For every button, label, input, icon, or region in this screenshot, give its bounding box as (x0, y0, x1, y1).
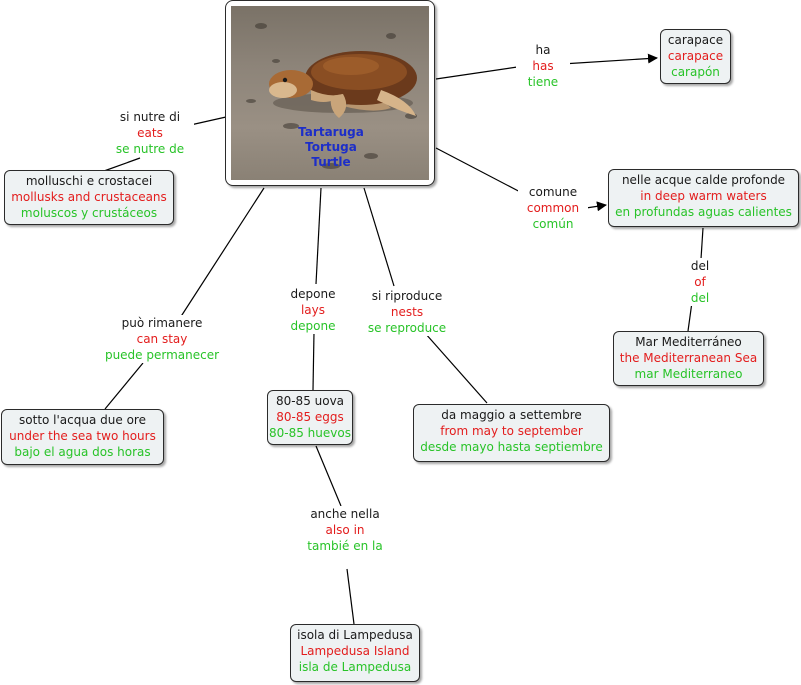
link-eats-en: eats (137, 126, 163, 140)
link-line-nests-a (363, 187, 395, 287)
lampedusa-es: isla de Lampedusa (298, 660, 412, 674)
link-line-has-b (561, 53, 658, 65)
molluscs-it: molluschi e crostacei (25, 174, 153, 188)
molluscs-es: moluscos y crustáceos (20, 206, 158, 220)
link-line-canstay-a (179, 187, 265, 319)
lampedusa-en: Lampedusa Island (300, 644, 410, 658)
link-label-has[interactable]: ha has tiene (516, 42, 570, 90)
link-nests-es: se reproduce (367, 321, 447, 335)
link-eats-it: si nutre di (119, 110, 181, 124)
link-lays-it: depone (290, 287, 336, 301)
concept-carapace[interactable]: carapace carapace carapón (660, 29, 731, 84)
link-nests-it: si riproduce (371, 289, 443, 303)
link-lays-es: depone (290, 319, 336, 333)
link-line-alsoin-a (315, 445, 342, 507)
concept-deep-warm-waters[interactable]: nelle acque calde profonde in deep warm … (608, 169, 799, 227)
deep-waters-es: en profundas aguas calientes (615, 205, 792, 219)
underwater-en: under the sea two hours (9, 429, 156, 443)
link-of-en: of (694, 275, 706, 289)
link-alsoin-en: also in (325, 523, 365, 537)
link-label-lays[interactable]: depone lays depone (283, 286, 343, 334)
link-canstay-it: può rimanere (121, 316, 203, 330)
may-sept-it: da maggio a settembre (441, 408, 582, 422)
concept-underwater-two-hours[interactable]: sotto l'acqua due ore under the sea two … (1, 409, 164, 465)
concept-title-es: Tortuga (305, 140, 357, 154)
link-label-nests[interactable]: si riproduce nests se reproduce (362, 288, 452, 336)
link-has-en: has (532, 59, 554, 73)
molluscs-en: mollusks and crustaceans (11, 190, 167, 204)
link-of-es: del (690, 291, 710, 305)
carapace-en: carapace (667, 49, 724, 63)
concept-may-to-september[interactable]: da maggio a settembre from may to septem… (413, 404, 610, 462)
deep-waters-en: in deep warm waters (640, 189, 767, 203)
link-of-it: del (690, 259, 710, 273)
link-eats-es: se nutre de (115, 142, 185, 156)
link-common-es: común (532, 217, 574, 231)
carapace-it: carapace (667, 33, 724, 47)
link-line-common-a (435, 147, 527, 196)
link-line-has-a (435, 65, 525, 80)
eggs-it: 80-85 uova (275, 394, 345, 408)
link-line-alsoin-b (346, 568, 355, 625)
concept-lampedusa[interactable]: isola di Lampedusa Lampedusa Island isla… (290, 624, 420, 682)
deep-waters-it: nelle acque calde profonde (621, 173, 786, 187)
link-line-nests-b (424, 332, 488, 404)
link-line-of-a (700, 227, 704, 260)
underwater-es: bajo el agua dos horas (14, 445, 151, 459)
link-has-es: tiene (527, 75, 559, 89)
may-sept-es: desde mayo hasta septiembre (420, 440, 603, 454)
link-has-it: ha (535, 43, 551, 57)
concept-title-it: Tartaruga (298, 125, 364, 139)
link-line-canstay-b (104, 362, 144, 410)
mediterranean-it: Mar Mediterráneo (635, 335, 742, 349)
link-label-common[interactable]: comune common común (518, 184, 588, 232)
link-alsoin-it: anche nella (310, 507, 380, 521)
link-canstay-en: can stay (136, 332, 188, 346)
link-canstay-es: puede permanecer (104, 348, 220, 362)
mediterranean-es: mar Mediterraneo (634, 367, 743, 381)
concept-turtle[interactable]: Tartaruga Tortuga Turtle (225, 0, 435, 186)
link-common-en: common (526, 201, 580, 215)
link-label-also-in[interactable]: anche nella also in tambié en la (302, 506, 388, 554)
link-line-of-b (687, 301, 693, 332)
carapace-es: carapón (671, 65, 720, 79)
lampedusa-it: isola di Lampedusa (297, 628, 413, 642)
link-alsoin-es: tambié en la (307, 539, 383, 553)
link-label-can-stay[interactable]: può rimanere can stay puede permanecer (98, 315, 226, 363)
link-common-it: comune (528, 185, 578, 199)
concept-molluscs[interactable]: molluschi e crostacei mollusks and crust… (4, 170, 174, 225)
underwater-it: sotto l'acqua due ore (19, 413, 146, 427)
link-label-of[interactable]: del of del (680, 258, 720, 306)
turtle-image-icon (246, 23, 417, 169)
concept-mediterranean-sea[interactable]: Mar Mediterráneo the Mediterranean Sea m… (613, 331, 764, 386)
may-sept-en: from may to september (440, 424, 583, 438)
link-nests-en: nests (390, 305, 424, 319)
link-label-eats[interactable]: si nutre di eats se nutre de (106, 109, 194, 157)
turtle-photo (231, 6, 429, 180)
link-line-lays-a (315, 187, 322, 285)
link-lays-en: lays (300, 303, 326, 317)
link-line-eats-b (103, 157, 141, 172)
mediterranean-en: the Mediterranean Sea (619, 351, 758, 365)
link-line-lays-b (312, 331, 315, 391)
concept-title-en: Turtle (311, 155, 351, 169)
link-line-common-b (585, 201, 607, 212)
eggs-es: 80-85 huevos (269, 426, 351, 440)
eggs-en: 80-85 eggs (276, 410, 344, 424)
concept-eggs[interactable]: 80-85 uova 80-85 eggs 80-85 huevos (267, 390, 353, 445)
